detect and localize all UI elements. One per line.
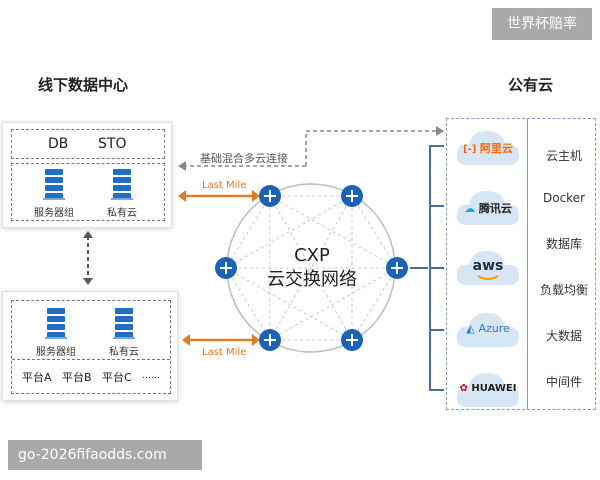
azure-logo: ◭ Azure [466, 322, 510, 335]
service-cloud-host: 云主机 [545, 149, 582, 163]
cloud-bracket [410, 145, 444, 391]
aws-logo: aws [472, 258, 504, 274]
public-cloud-panel: [-] 阿里云 ☁ 腾讯云 aws ◭ Azure ✿ HUAWEI 云主机 D… [446, 118, 596, 410]
public-cloud-title: 公有云 [508, 76, 554, 94]
private-cloud-icon [110, 168, 134, 204]
aws-smile-icon [477, 275, 499, 280]
provider-aliyun: [-] 阿里云 [453, 125, 523, 169]
last-mile-bottom-arrow [182, 334, 260, 346]
provider-huawei: ✿ HUAWEI [453, 367, 523, 411]
router-node-icon [215, 257, 237, 279]
private-cloud-label: 私有云 [107, 208, 137, 219]
platform-c: 平台C [102, 371, 132, 384]
db-label: DB [48, 136, 69, 152]
dc-link-arrow [83, 231, 93, 285]
server-group-icon [44, 307, 68, 343]
service-middleware: 中间件 [545, 375, 582, 389]
service-big-data: 大数据 [545, 329, 582, 343]
last-mile-top-arrow [178, 190, 260, 202]
platform-more: …… [142, 371, 160, 381]
watermark-top: 世界杯赔率 [492, 8, 592, 40]
network-nodes [215, 185, 408, 351]
platform-b: 平台B [62, 371, 92, 384]
datacenter-1: DB STO 服务器组 私有云 [2, 122, 172, 228]
last-mile-top-label: Last Mile [202, 180, 247, 191]
cloud-icon [456, 131, 519, 165]
server-group-label: 服务器组 [36, 347, 76, 358]
router-node-icon [386, 257, 408, 279]
provider-aws: aws [453, 245, 523, 289]
mesh-lines [225, 195, 398, 341]
provider-tencent: ☁ 腾讯云 [453, 185, 523, 229]
server-group-icon [42, 168, 66, 204]
sto-label: STO [98, 136, 127, 152]
router-node-icon [341, 185, 363, 207]
service-load-balance: 负载均衡 [539, 283, 588, 297]
hybrid-connection-arrow [178, 126, 444, 171]
huawei-logo: ✿ HUAWEI [459, 383, 517, 394]
dc2-divider [12, 359, 170, 360]
server-group-label: 服务器组 [34, 208, 74, 219]
cxp-name-cn: 云交换网络 [267, 269, 357, 290]
compute-row: 服务器组 私有云 [11, 163, 165, 221]
tencent-logo: ☁ 腾讯云 [464, 202, 512, 215]
cloud-icon [456, 251, 519, 285]
datacenter-2: 服务器组 私有云 平台A 平台B 平台C …… [2, 291, 178, 401]
watermark-bottom: go-2026fifaodds.com [8, 440, 202, 470]
private-cloud-icon [112, 307, 136, 343]
cloud-icon [456, 191, 519, 225]
private-cloud-label: 私有云 [109, 347, 139, 358]
cloud-icon [456, 313, 519, 347]
last-mile-bottom-label: Last Mile [202, 347, 247, 358]
router-node-icon [259, 329, 281, 351]
router-node-icon [341, 329, 363, 351]
aliyun-logo: [-] 阿里云 [463, 142, 513, 155]
offline-dc-title: 线下数据中心 [38, 76, 129, 94]
platform-a: 平台A [22, 371, 52, 384]
service-docker: Docker [542, 191, 586, 205]
hybrid-connection-label: 基础混合多云连接 [200, 152, 288, 165]
cxp-label: CXP 云交换网络 [252, 244, 372, 292]
cloud-panel-divider [527, 119, 528, 409]
service-database: 数据库 [545, 237, 582, 251]
cxp-name-en: CXP [294, 245, 330, 266]
storage-row: DB STO [11, 129, 165, 159]
dc2-inner: 服务器组 私有云 平台A 平台B 平台C …… [11, 300, 171, 394]
provider-azure: ◭ Azure [453, 307, 523, 351]
router-node-icon [259, 185, 281, 207]
cloud-icon [456, 373, 519, 407]
